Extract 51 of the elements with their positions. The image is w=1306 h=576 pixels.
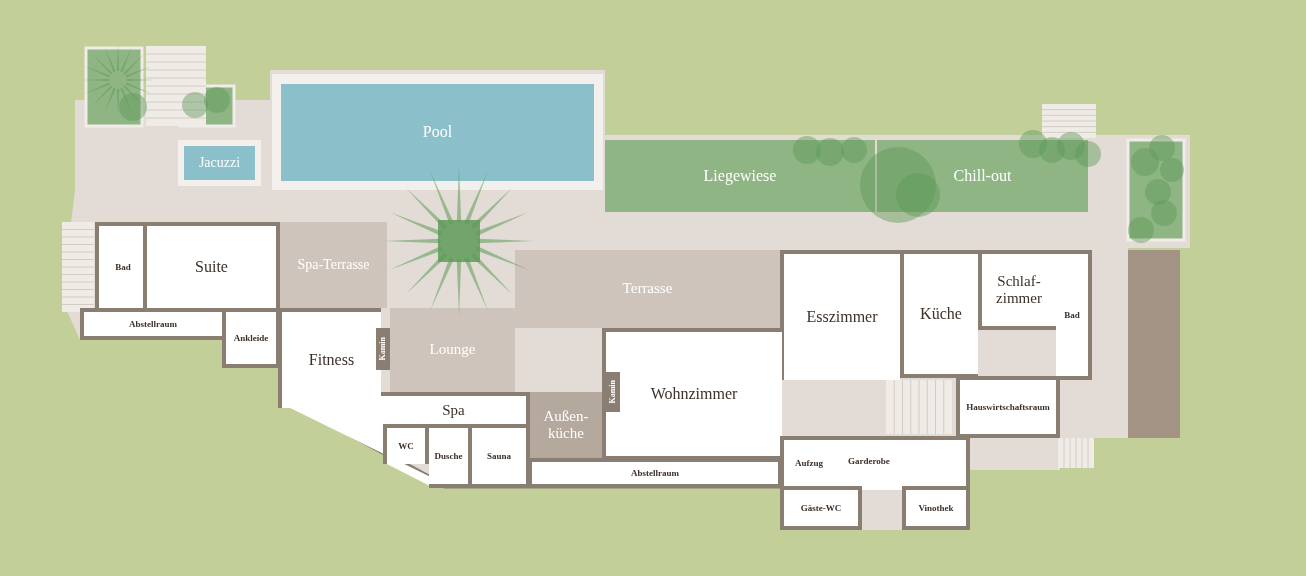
room-label: Garderobe <box>848 456 890 467</box>
lawn-area <box>605 140 875 212</box>
room-label: Küche <box>920 304 962 324</box>
room-label: Liegewiese <box>703 166 777 186</box>
room <box>900 250 978 378</box>
room-label: Schlaf- zimmer <box>995 272 1043 308</box>
room-label: Spa <box>442 402 465 420</box>
room-label: Sauna <box>487 450 511 462</box>
room <box>381 392 530 426</box>
room-label: WC <box>398 440 414 452</box>
room-label: Spa-Terrasse <box>297 256 370 274</box>
room-label: Abstellraum <box>129 318 177 330</box>
room-label: Esszimmer <box>806 307 878 327</box>
lounge-area <box>877 140 1088 212</box>
fireplace-label: Kamin <box>608 380 618 404</box>
room <box>429 424 472 488</box>
room <box>780 486 862 530</box>
room-label: Ankleide <box>233 332 269 344</box>
pool <box>281 84 594 181</box>
room <box>780 250 900 380</box>
room-label: Abstellraum <box>631 467 679 479</box>
room-label: Dusche <box>434 450 463 462</box>
room <box>956 376 1060 438</box>
room-label: Pool <box>422 123 453 142</box>
room-label: Aufzug <box>795 457 823 469</box>
terrace-area <box>530 392 602 458</box>
room-label: Suite <box>195 257 228 277</box>
room-label: Bad <box>115 261 131 273</box>
terrace-area <box>390 308 515 392</box>
room-label: Außen- küche <box>542 407 590 443</box>
room-label: Gäste-WC <box>800 502 842 514</box>
room-label: Terrasse <box>622 280 673 298</box>
room <box>902 486 970 530</box>
room-label: Fitness <box>308 350 355 370</box>
terrace-area <box>280 222 387 308</box>
terrace-area <box>515 250 780 328</box>
room <box>383 424 429 464</box>
fireplace <box>606 372 620 412</box>
room-label: Chill-out <box>953 166 1012 186</box>
room <box>602 328 782 460</box>
room <box>834 436 970 490</box>
room-label: Wohnzimmer <box>650 384 738 404</box>
fireplace <box>376 328 390 370</box>
room-label: Jacuzzi <box>198 154 241 172</box>
room-label: Bad <box>1064 309 1080 321</box>
room-label: Vinothek <box>918 502 954 514</box>
room-label: Hauswirtschaftsraum <box>966 401 1050 413</box>
fireplace-label: Kamin <box>378 337 388 361</box>
jacuzzi <box>184 146 255 180</box>
room <box>1056 250 1092 380</box>
room-label: Lounge <box>429 341 476 359</box>
